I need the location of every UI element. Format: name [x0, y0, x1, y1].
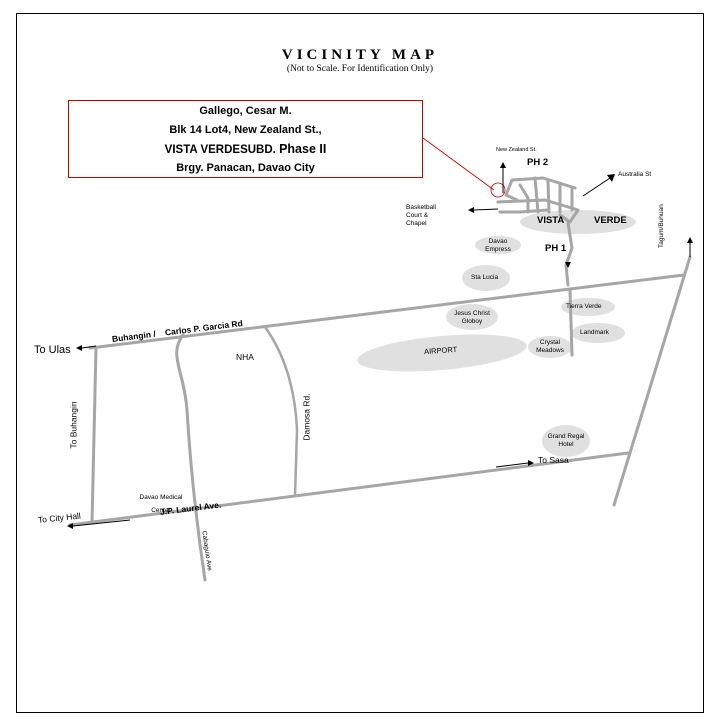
sasa-arrow	[495, 462, 529, 468]
label-basketball-court: Basketball Court & Chapel	[406, 204, 436, 227]
new-zealand-arrow-head	[500, 162, 506, 168]
label-landmark: Landmark	[580, 329, 609, 336]
label-verde: VERDE	[594, 215, 627, 226]
davao-empress-area	[475, 236, 521, 254]
lot-address: Blk 14 Lot4, New Zealand St.,	[169, 124, 322, 136]
label-ph1: PH 1	[545, 243, 567, 254]
label-jesus-christ: Jesus Christ Globoy	[454, 310, 490, 325]
australia-arrow-head	[607, 174, 615, 182]
ph1-side-road	[568, 288, 574, 357]
sasa-arrow-head	[528, 460, 534, 466]
label-grand-regal-hotel: Grand Regal Hotel	[547, 433, 585, 448]
carlos-garcia-road	[88, 273, 686, 350]
label-damosa-rd: Damosa Rd.	[301, 393, 312, 441]
label-crystal-meadows: Crystal Meadows	[536, 339, 564, 354]
map-title: VICINITY MAP	[281, 47, 439, 63]
address-box: Gallego, Cesar M. Blk 14 Lot4, New Zeala…	[68, 100, 423, 178]
ph1-arrow-head	[565, 262, 571, 268]
label-davao-medical-center: Davao Medical Center	[139, 494, 183, 514]
ulas-arrow	[81, 345, 97, 349]
phase-label: Phase II	[279, 142, 327, 156]
label-davao-empress: Davao Empress	[485, 238, 511, 253]
australia-arrow	[582, 177, 611, 197]
ph2-street-c	[498, 208, 550, 214]
map-frame	[16, 13, 704, 713]
tagum-road	[612, 255, 692, 507]
lot-marker	[490, 182, 506, 198]
tagum-arrow-head	[687, 237, 693, 243]
label-to-buhangin: To Buhangin	[68, 401, 79, 449]
tierra-verde-area	[561, 298, 615, 316]
label-tierra-verde: Tierra Verde	[566, 303, 602, 310]
buhangin-road	[90, 346, 98, 525]
subdivision-line: VISTA VERDESUBD. Phase II	[69, 140, 422, 159]
label-nha: NHA	[236, 352, 254, 362]
jesus-christ-area	[446, 304, 498, 330]
ph2-street-e	[546, 179, 551, 214]
damosa-road	[263, 325, 299, 498]
map-subtitle: (Not to Scale. For Identification Only)	[286, 64, 434, 74]
label-sta-lucia: Sta Lucia	[471, 274, 499, 281]
label-vista: VISTA	[537, 215, 565, 226]
sta-lucia-area	[462, 265, 510, 291]
jp-laurel-road	[68, 451, 630, 527]
landmark-area	[571, 323, 625, 343]
ph2-street-i	[518, 183, 530, 214]
owner-name: Gallego, Cesar M.	[199, 105, 292, 117]
airport-area	[357, 334, 527, 372]
ph2-street-b	[510, 176, 577, 190]
city-hall-arrow-head	[67, 523, 73, 529]
ph1-road	[564, 221, 574, 287]
label-australia-st: Australia St	[618, 171, 652, 178]
ph2-street-d	[533, 176, 540, 214]
label-new-zealand-st: New Zealand St.	[496, 147, 537, 153]
label-ph2: PH 2	[527, 157, 549, 168]
basketball-arrow-head	[468, 207, 474, 213]
vista-verde-area	[520, 210, 636, 234]
ulas-arrow-head	[76, 345, 82, 351]
ph2-street-h	[504, 178, 519, 202]
grand-regal-area	[542, 425, 590, 457]
nha-road	[175, 333, 207, 582]
subdivision-name: VISTA VERDESUBD.	[164, 144, 276, 156]
label-to-ulas: To Ulas	[34, 344, 71, 356]
city-hall-arrow	[72, 519, 131, 527]
barangay-line: Brgy. Panacan, Davao City	[176, 162, 315, 174]
basketball-arrow	[473, 208, 499, 211]
label-tagum-buhuan: Tagum/Buhuan	[658, 204, 665, 248]
crystal-meadows-area	[528, 336, 572, 358]
label-to-sasa: To Sasa	[538, 455, 569, 465]
leader-line	[422, 137, 495, 191]
